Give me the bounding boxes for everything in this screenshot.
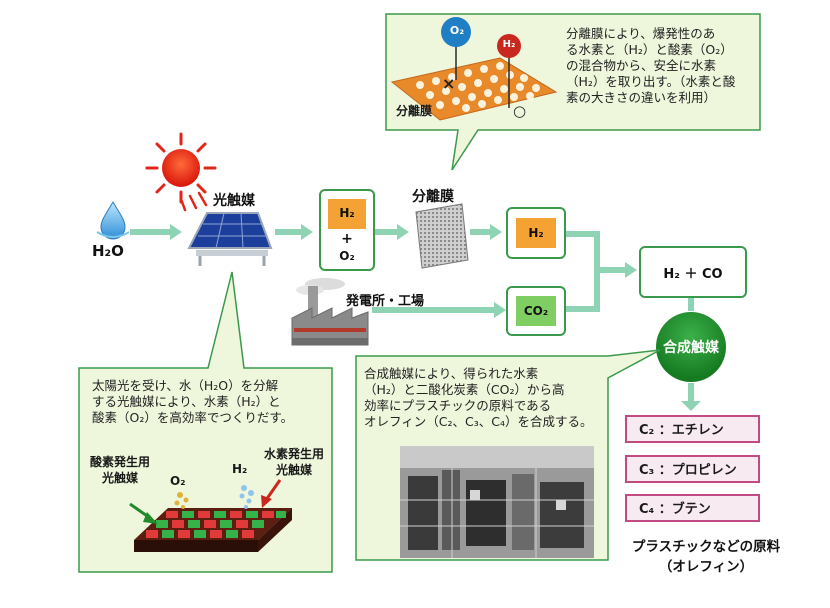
factory-icon: [291, 278, 369, 346]
flow-arrows: [130, 224, 694, 318]
synthesis-plant-photo: [400, 446, 594, 558]
olefin-item-c2: C₂ ：エチレン: [625, 415, 760, 443]
syngas-box-label: H₂ ＋ CO: [663, 267, 723, 282]
mixture-o2-label: O₂: [339, 249, 355, 263]
co2-box-label: CO₂: [523, 304, 549, 318]
solar-panel-icon: [187, 212, 273, 266]
footer-line-1: プラスチックなどの原料: [631, 539, 781, 555]
water-drop-icon: [96, 201, 130, 240]
membrane-callout-text: 分離膜により、爆発性のあ る水素と（H₂）と酸素（O₂） の混合物から、安全に水…: [566, 26, 736, 105]
o2-pin-icon: [441, 17, 471, 80]
mixture-h2-label: H₂: [339, 206, 355, 220]
synthesis-catalyst-node: [656, 312, 726, 382]
h2-pin-icon: [497, 34, 521, 108]
h2-pin-label: H₂: [502, 39, 516, 50]
h2-box: [506, 207, 566, 259]
co2-box: [506, 286, 566, 336]
footer-line-2: （オレフィン）: [658, 559, 754, 575]
membrane-sheet-illustration: [390, 57, 558, 121]
h2-symbol: H₂: [232, 462, 248, 476]
pass-mark: ○: [513, 102, 527, 120]
membrane-tile-icon: [415, 203, 469, 269]
h2-box-label: H₂: [528, 226, 544, 240]
photocatalyst-block-illustration: [134, 508, 292, 552]
o2-pin-label: O₂: [449, 24, 465, 37]
o2-bubbles-icon: [174, 492, 189, 509]
syngas-box: [639, 246, 747, 298]
synthesis-callout-text: 合成触媒により、得られた水素 （H₂）と二酸化炭素（CO₂）から高 効率にプラス…: [364, 366, 593, 429]
synthesis-catalyst-label: 合成触媒: [663, 340, 719, 356]
sun-icon: [145, 132, 217, 212]
h2-bubbles-icon: [239, 485, 254, 509]
photocatalyst-label: 光触媒: [213, 193, 255, 209]
water-label: H₂O: [92, 242, 124, 260]
reject-mark: ×: [442, 74, 456, 93]
mixture-box: [319, 189, 375, 271]
membrane-callout: [385, 13, 761, 171]
photocatalyst-callout-text: 太陽光を受け、水（H₂O）を分解 する光触媒により、水素（H₂）と 酸素（O₂）…: [92, 378, 294, 425]
membrane-label: 分離膜: [396, 104, 433, 118]
power-plant-label: 発電所・工場: [346, 294, 425, 309]
catalyst-to-olefins-arrow: [681, 383, 701, 411]
o2-catalyst-pointer-arrow: [129, 502, 158, 524]
o2-symbol: O₂: [170, 474, 186, 488]
separation-membrane-label: 分離膜: [412, 189, 454, 205]
h2-catalyst-pointer-arrow: [261, 479, 282, 508]
olefin-item-c3: C₃ ：プロピレン: [625, 455, 760, 483]
o2-catalyst-label: 酸素発生用 光触媒: [90, 455, 151, 485]
mixture-plus-label: +: [341, 231, 353, 247]
h2-catalyst-label: 水素発生用 光触媒: [264, 447, 325, 477]
olefin-item-c4: C₄ ：ブテン: [625, 494, 760, 522]
